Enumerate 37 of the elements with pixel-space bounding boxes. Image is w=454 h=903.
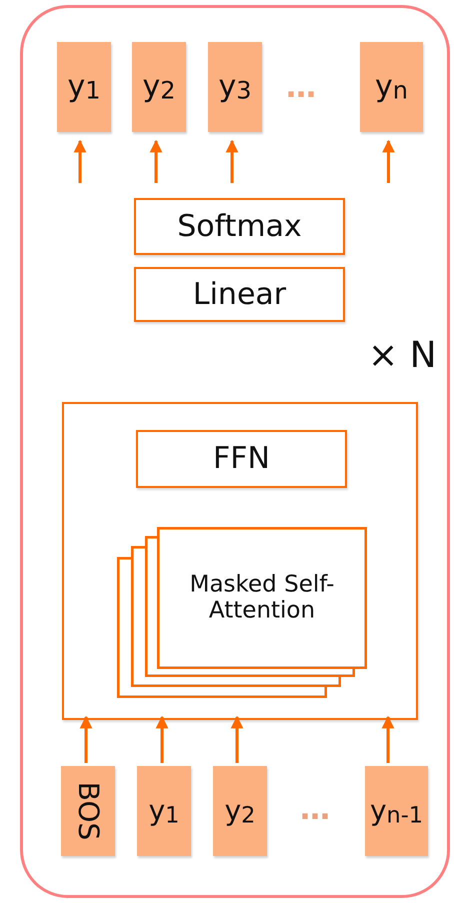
- token-label: y$_{1}$: [66, 70, 102, 104]
- ellipsis: …: [300, 792, 330, 827]
- token-box: [57, 42, 111, 132]
- token-box: [213, 766, 267, 856]
- layer-label: Linear: [192, 277, 288, 312]
- layer-label: FFN: [212, 442, 271, 476]
- arrow: [230, 716, 244, 763]
- token-label: BOS: [72, 782, 104, 840]
- arrow: [382, 716, 394, 763]
- arrow: [382, 140, 395, 183]
- token-label: y$_{2}$: [141, 70, 177, 104]
- token-box: [137, 766, 191, 856]
- arrow: [156, 716, 168, 763]
- token-label: y$_{3}$: [217, 70, 253, 104]
- token-box: [132, 42, 186, 132]
- arrow: [226, 140, 238, 183]
- token-box: [360, 42, 423, 132]
- token-label: y$_{1}$: [148, 794, 180, 828]
- layer-label: Softmax: [176, 209, 303, 244]
- token-box: [365, 766, 428, 856]
- repeat-count-label: × N: [368, 335, 437, 376]
- arrow: [80, 716, 92, 763]
- token-label: y$_{2}$: [224, 794, 256, 828]
- stacked-attention-box: [117, 527, 367, 699]
- arrow: [74, 140, 86, 183]
- decoder-block: [62, 402, 418, 720]
- layer-label: Masked Self-Attention: [188, 572, 336, 624]
- token-box: [61, 766, 115, 856]
- token-label: y$_{n-1}$: [368, 794, 424, 828]
- token-box: [208, 42, 262, 132]
- outer-frame: [20, 5, 450, 898]
- ellipsis: …: [286, 70, 316, 105]
- token-label: y$_{n}$: [374, 70, 409, 104]
- arrow: [150, 140, 162, 183]
- layer-box: [134, 198, 345, 255]
- layer-box: [136, 430, 347, 488]
- layer-box: [134, 267, 345, 322]
